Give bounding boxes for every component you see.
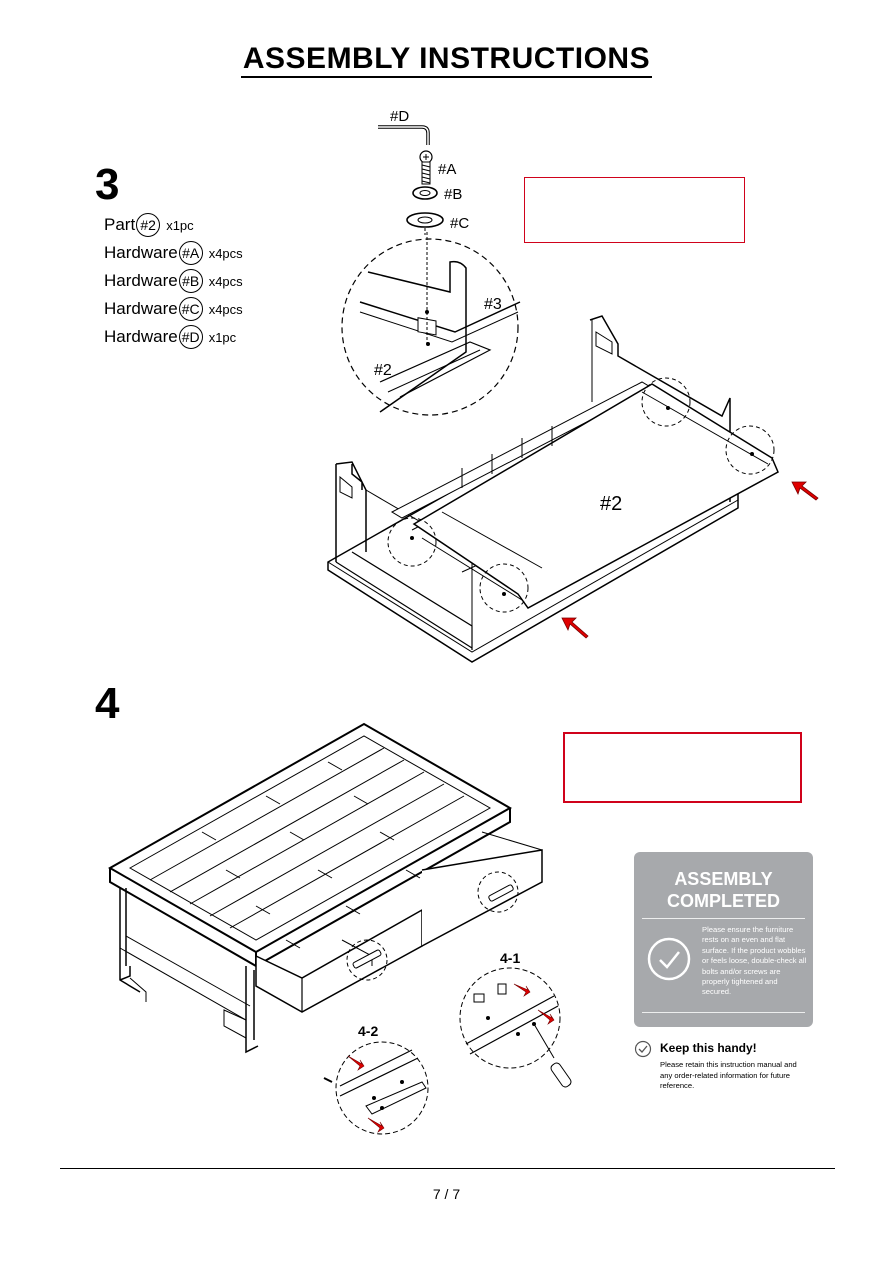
- part-label: Hardware: [104, 243, 178, 262]
- part-id-badge: #D: [178, 325, 203, 349]
- step-3-frame-illustration: [327, 315, 819, 663]
- callout-part-2-detail: #2: [374, 362, 392, 379]
- footer-divider: [60, 1168, 835, 1169]
- part-label: Hardware: [104, 299, 178, 318]
- card-divider-top: [642, 918, 805, 919]
- step-4-note-box: [563, 732, 802, 803]
- check-small-icon: [634, 1040, 652, 1058]
- step-3-detail-circle: [341, 232, 521, 416]
- check-circle-icon: [647, 937, 691, 981]
- keep-handy-body: Please retain this instruction manual an…: [660, 1060, 797, 1090]
- part-id-badge: #C: [178, 297, 203, 321]
- part-qty: x4pcs: [208, 301, 243, 317]
- parts-list-item: Hardware#B x4pcs: [104, 268, 243, 294]
- heading-line-2: COMPLETED: [666, 891, 780, 911]
- hardware-stack-illustration: [378, 125, 444, 235]
- callout-c: #C: [450, 215, 470, 232]
- part-qty: x4pcs: [208, 273, 243, 289]
- part-label: Hardware: [104, 271, 178, 290]
- step-4-number: 4: [95, 679, 120, 728]
- parts-list-item: Hardware#A x4pcs: [104, 240, 243, 266]
- substep-4-2-illustration: [323, 1041, 429, 1135]
- step-4-table-illustration: [107, 722, 543, 1054]
- callout-d: #D: [390, 108, 410, 125]
- part-id-badge: #B: [178, 269, 203, 293]
- step-3-number: 3: [95, 160, 120, 209]
- parts-list-item: Hardware#D x1pc: [104, 324, 243, 350]
- assembly-completed-note: Please ensure the furniture rests on an …: [702, 925, 807, 997]
- part-id-badge: #A: [178, 241, 203, 265]
- page-number: 7 / 7: [432, 1186, 461, 1202]
- part-id-badge: #2: [136, 213, 161, 237]
- substep-4-1-illustration: [459, 967, 572, 1088]
- callout-part-2-main: #2: [600, 493, 623, 515]
- parts-list-item: Part#2 x1pc: [104, 212, 243, 238]
- heading-line-1: ASSEMBLY: [674, 869, 773, 889]
- substep-4-1-label: 4-1: [500, 950, 521, 966]
- callout-b: #B: [444, 186, 463, 203]
- part-qty: x1pc: [208, 329, 237, 345]
- part-label: Hardware: [104, 327, 178, 346]
- substep-4-2-label: 4-2: [358, 1023, 379, 1039]
- part-qty: x1pc: [166, 217, 194, 233]
- part-label: Part: [104, 215, 136, 234]
- callout-part-3: #3: [484, 296, 502, 313]
- card-divider-bottom: [642, 1012, 805, 1013]
- page-title: ASSEMBLY INSTRUCTIONS: [0, 42, 893, 78]
- callout-a: #A: [438, 161, 457, 178]
- part-qty: x4pcs: [208, 245, 243, 261]
- step-3-note-box: [524, 177, 745, 243]
- parts-list-item: Hardware#C x4pcs: [104, 296, 243, 322]
- keep-handy-title: Keep this handy!: [660, 1041, 757, 1055]
- page-title-text: ASSEMBLY INSTRUCTIONS: [240, 42, 653, 78]
